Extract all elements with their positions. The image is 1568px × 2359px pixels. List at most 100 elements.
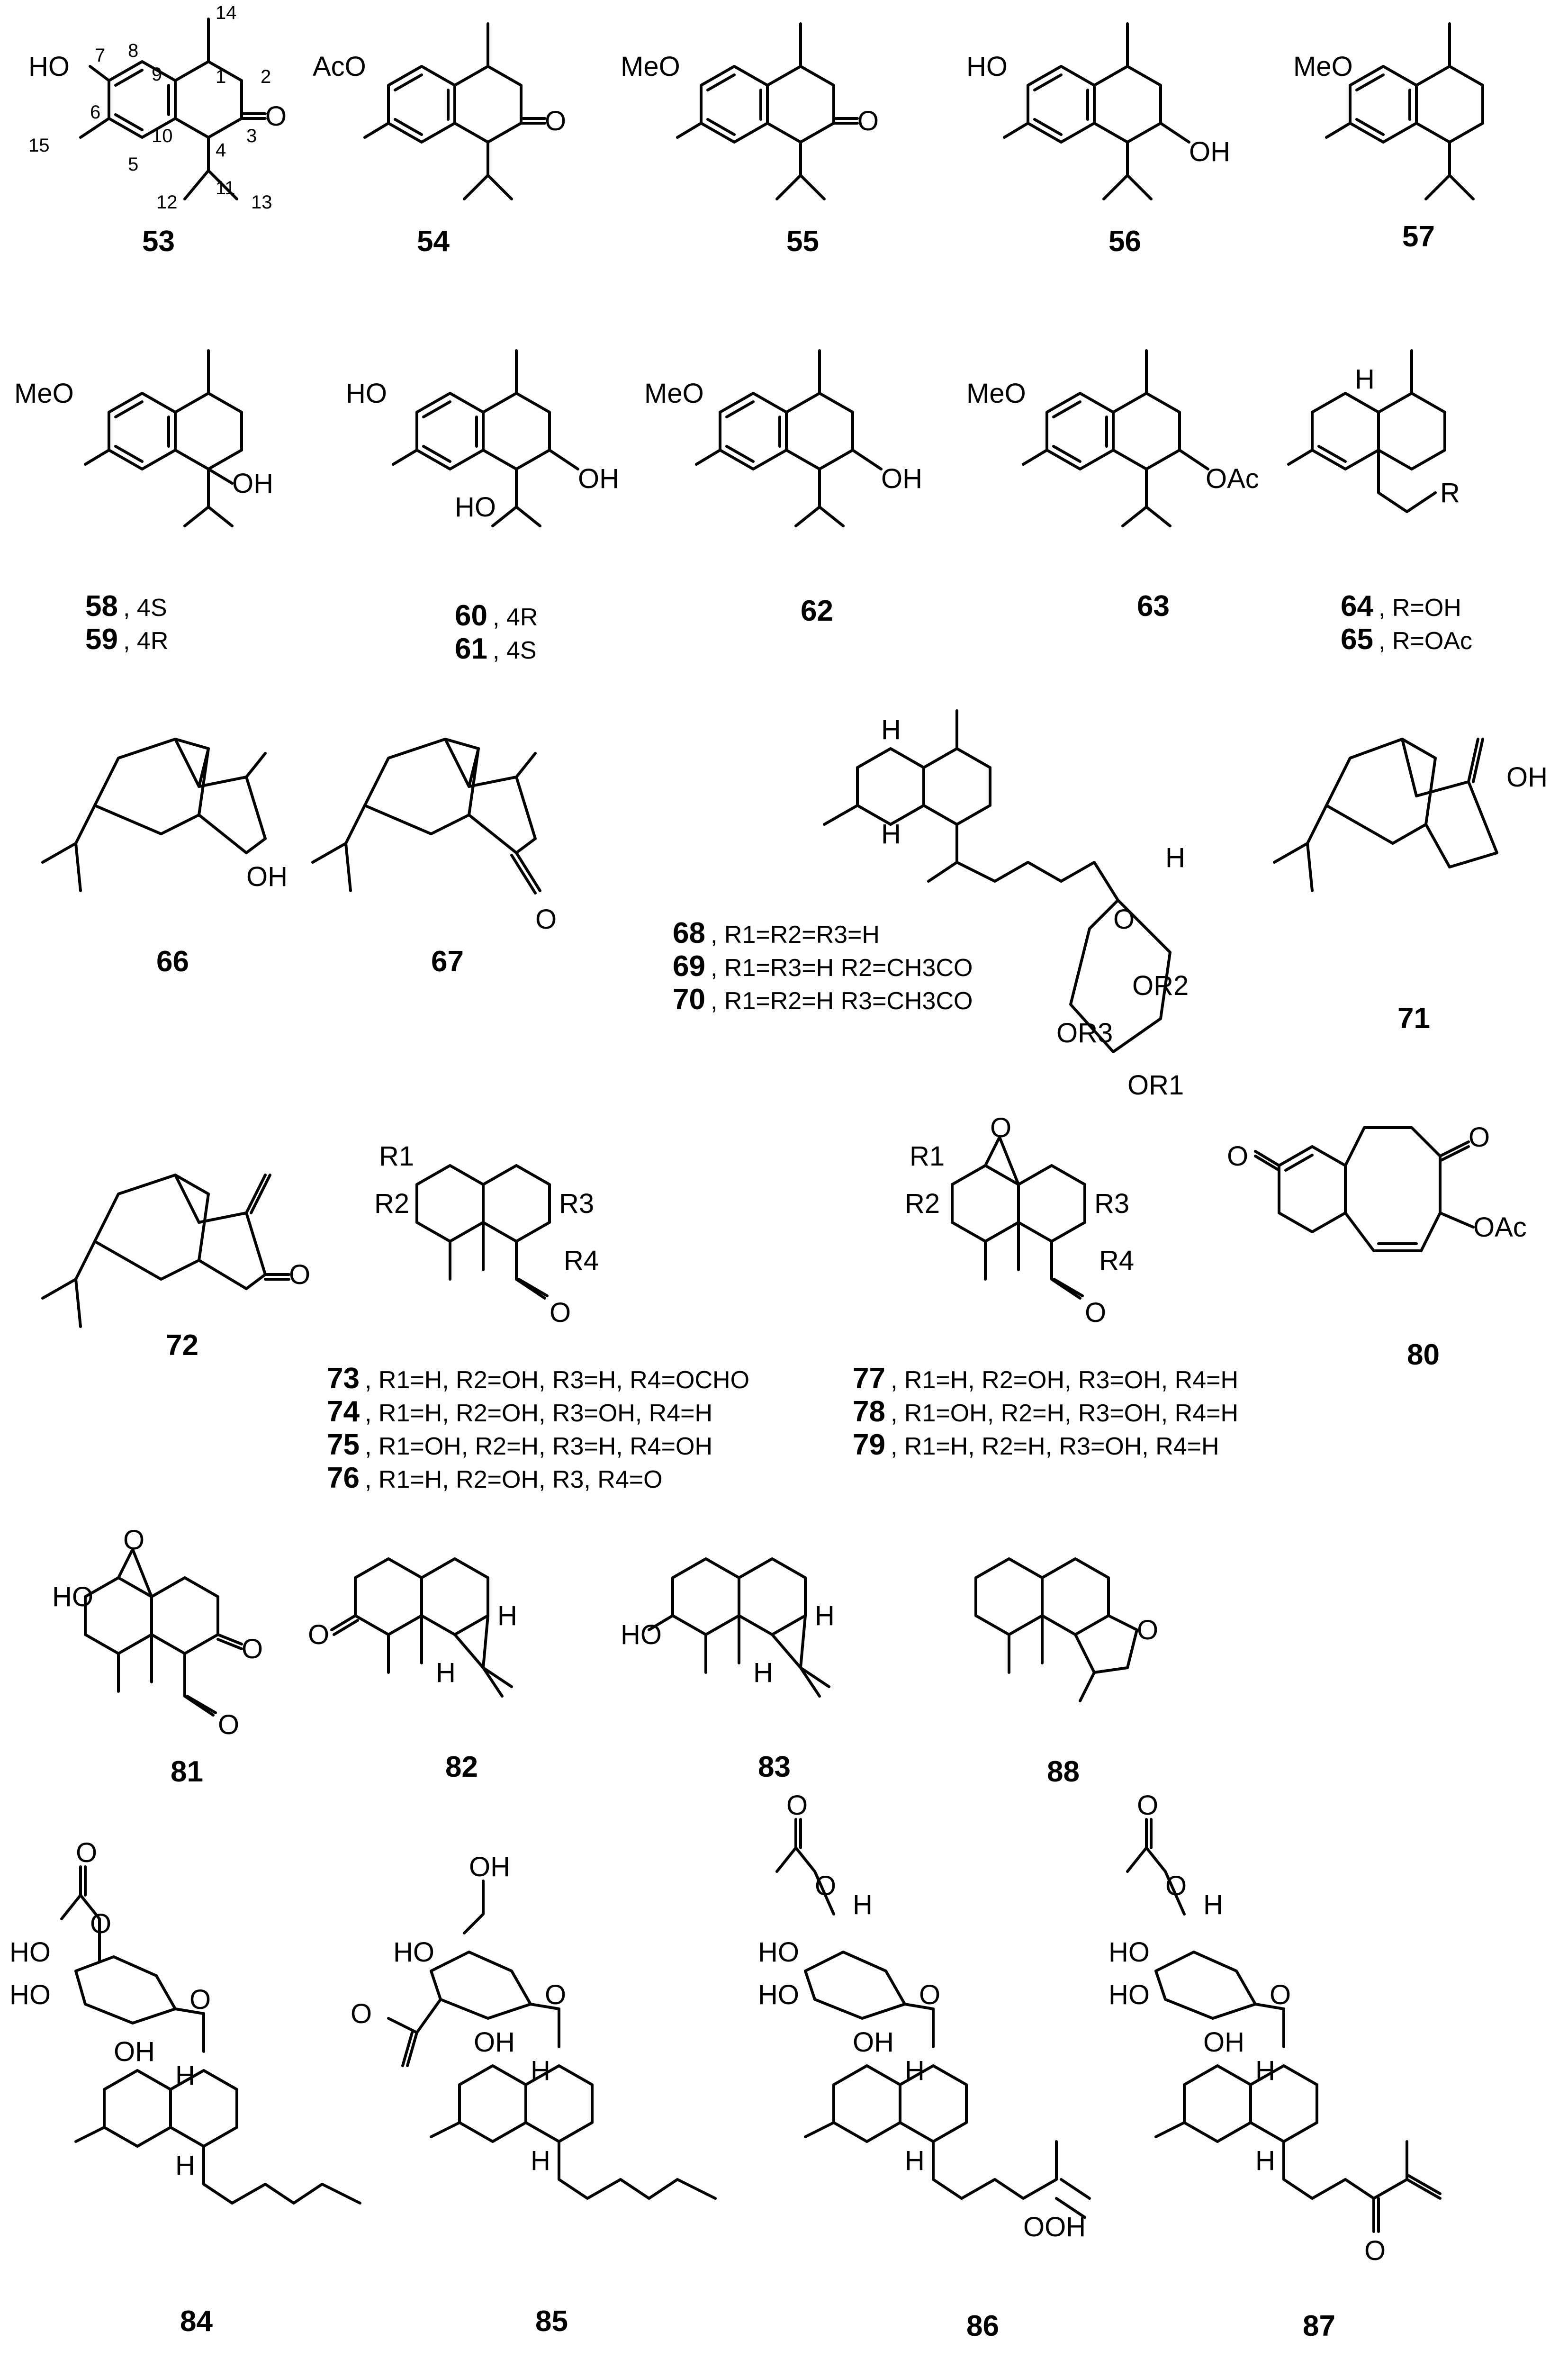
atom-label: H	[905, 2055, 925, 2086]
atom-label: OOH	[1023, 2212, 1086, 2242]
atom-label: HO	[28, 51, 70, 82]
atom-label: O	[265, 101, 287, 132]
compound-descriptor: , R1=OH, R2=H, R3=H, R4=OH	[365, 1433, 712, 1460]
atom-label: H	[905, 2145, 925, 2176]
compound-number: 54	[417, 225, 450, 258]
atom-label: R2	[374, 1188, 409, 1219]
compound-descriptor: , 4R	[123, 627, 168, 655]
compound-number: 88	[1047, 1755, 1080, 1788]
atom-label: H	[881, 714, 901, 745]
structure-84: O O HO HO OH O H H 84	[9, 1837, 361, 2338]
atom-label: HO	[393, 1937, 434, 1968]
structure-88: O 88	[974, 1557, 1158, 1788]
compound-number: 70	[673, 983, 705, 1016]
structure-77-79: O R1 R2 R3 R4 O 77 , R1=H, R2=OH, R3=OH,…	[853, 1112, 1238, 1461]
atom-label: HO	[9, 1979, 51, 2010]
structure-68-70: H H O H OR2 OR3 OR1 68 , R1=R2=R3=H 69 ,…	[673, 709, 1189, 1101]
compound-descriptor: , 4S	[123, 594, 167, 622]
locant: 9	[152, 64, 162, 85]
atom-label: O	[545, 106, 566, 136]
atom-label: R1	[910, 1141, 945, 1172]
compound-number: 64	[1341, 590, 1373, 623]
structure-71: OH 71	[1273, 738, 1548, 1035]
atom-label: OH	[1506, 762, 1548, 793]
locant: 15	[28, 135, 50, 156]
atom-label: OH	[578, 463, 619, 494]
compound-number: 72	[166, 1329, 198, 1362]
atom-label: O	[786, 1790, 808, 1821]
atom-label: OAc	[1473, 1212, 1527, 1243]
atom-label: O	[1085, 1297, 1106, 1328]
atom-label: O	[1227, 1141, 1248, 1172]
atom-label: HO	[621, 1619, 662, 1650]
compound-descriptor: , R=OAc	[1379, 627, 1472, 655]
compound-number: 66	[156, 945, 189, 978]
locant: 4	[216, 140, 226, 161]
structure-60-61: HO OH HO 60 , 4R 61 , 4S	[346, 349, 619, 665]
compound-number: 74	[327, 1395, 360, 1428]
compound-number: 67	[431, 945, 464, 978]
atom-label: OH	[232, 468, 273, 499]
compound-number: 71	[1397, 1002, 1430, 1035]
structure-55: MeO O 55	[621, 22, 879, 258]
compound-number: 83	[758, 1751, 791, 1783]
structure-58-59: MeO OH 58 , 4S 59 , 4R	[14, 349, 273, 656]
locant: 11	[216, 178, 235, 199]
structure-85: OH HO O OH O H H 85	[351, 1852, 717, 2338]
compound-number: 62	[801, 595, 833, 627]
compound-descriptor: , R1=H, R2=OH, R3, R4=O	[365, 1466, 663, 1493]
structure-87: O O H HO HO OH O H H O 87	[1108, 1790, 1442, 2342]
atom-label: OH	[853, 2027, 894, 2058]
atom-label: OH	[469, 1852, 510, 1882]
structure-81: HO O O O 81	[52, 1525, 263, 1788]
structure-56: HO OH 56	[966, 22, 1230, 258]
locant: 14	[216, 2, 237, 23]
atom-label: OH	[881, 463, 922, 494]
atom-label: HO	[9, 1937, 51, 1968]
compound-descriptor: , R1=H, R2=OH, R3=OH, R4=H	[891, 1366, 1238, 1394]
locant: 2	[261, 66, 271, 87]
locant: 1	[216, 66, 226, 87]
atom-label: H	[1355, 364, 1375, 395]
locant: 12	[156, 192, 178, 213]
atom-label: O	[550, 1297, 571, 1328]
atom-label: H	[1255, 2055, 1275, 2086]
locant: 5	[128, 154, 138, 175]
atom-label: O	[1270, 1979, 1291, 2010]
atom-label: H	[853, 1889, 873, 1920]
atom-label: H	[753, 1657, 773, 1688]
atom-label: R3	[1094, 1188, 1129, 1219]
atom-label: OH	[114, 2036, 155, 2067]
atom-label: O	[1113, 904, 1135, 935]
structure-82: O H H 82	[308, 1557, 517, 1783]
locant: 7	[95, 45, 105, 66]
compound-number: 84	[180, 2305, 213, 2338]
atom-label: HO	[346, 378, 387, 409]
atom-label: HO	[966, 51, 1008, 82]
compound-number: 82	[445, 1751, 478, 1783]
atom-label: HO	[1108, 1979, 1150, 2010]
compound-number: 55	[786, 225, 819, 258]
compound-number: 79	[853, 1428, 885, 1461]
atom-label: H	[531, 2145, 550, 2176]
atom-label: MeO	[1293, 51, 1353, 82]
atom-label: OAc	[1206, 463, 1259, 494]
structure-67: O 67	[311, 738, 557, 978]
atom-label: H	[497, 1600, 517, 1631]
atom-label: HO	[758, 1937, 799, 1968]
structure-62: MeO OH 62	[644, 349, 922, 627]
compound-number: 68	[673, 917, 705, 949]
compound-descriptor: , R1=H, R2=OH, R3=H, R4=OCHO	[365, 1366, 749, 1394]
atom-label: H	[175, 2060, 195, 2091]
compound-number: 76	[327, 1462, 360, 1494]
structure-53: HO O 14 1 2 3 4 5 6 7 8 9 10 11 12 13 15…	[28, 2, 287, 258]
compound-number: 86	[966, 2310, 999, 2342]
atom-label: R3	[559, 1188, 594, 1219]
atom-label: O	[76, 1837, 97, 1868]
compound-number: 69	[673, 950, 705, 983]
compound-descriptor: , R1=OH, R2=H, R3=OH, R4=H	[891, 1400, 1238, 1427]
structure-86: O O H HO HO OH O H H OOH 86	[758, 1790, 1091, 2342]
atom-label: O	[545, 1979, 566, 2010]
atom-label: OH	[1203, 2027, 1244, 2058]
